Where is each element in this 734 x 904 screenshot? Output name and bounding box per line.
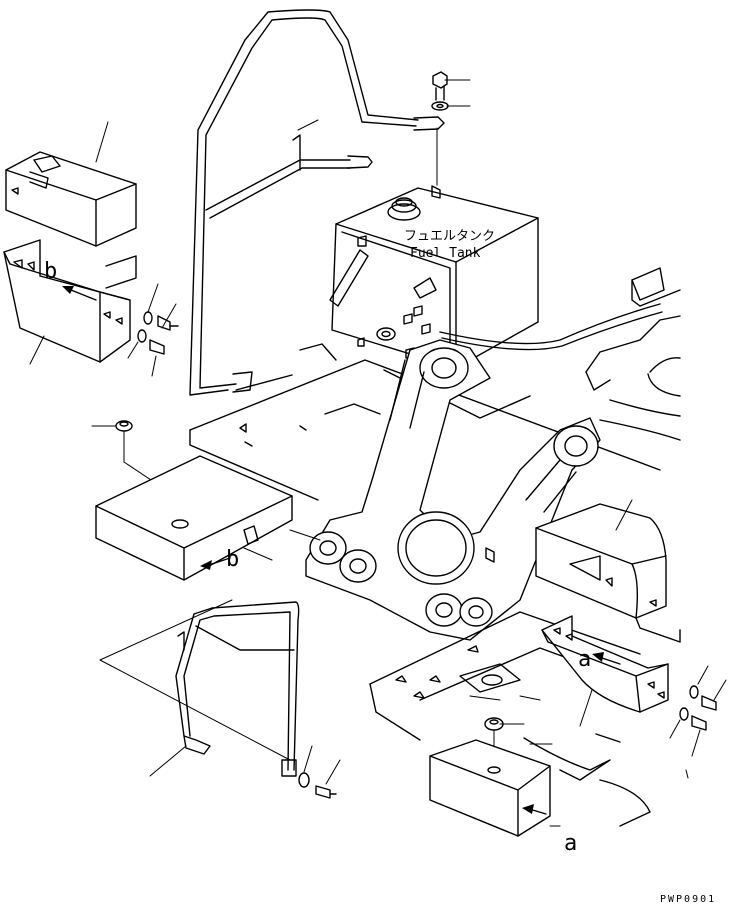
handrail-top xyxy=(189,9,445,396)
right-cover-fasteners xyxy=(669,665,727,779)
revolving-frame-right xyxy=(585,267,681,441)
view-marker-a-upper: a xyxy=(578,647,591,672)
grommet-left xyxy=(91,420,179,499)
left-cover-fasteners xyxy=(127,283,179,377)
fuel-hose xyxy=(439,303,663,351)
left-cover-lower xyxy=(3,239,131,365)
tank-label-japanese: フュエルタンク xyxy=(404,229,495,244)
right-cover-upper xyxy=(535,499,681,643)
view-markers: b b a a xyxy=(44,259,591,856)
handrail-lower xyxy=(99,599,300,777)
drawing-code: PWP0901 xyxy=(660,894,716,904)
handrail-lower-bolts xyxy=(298,745,341,799)
leader-lines xyxy=(297,119,553,745)
fuel-tank xyxy=(329,185,539,369)
tank-label: フュエルタンク Fuel Tank xyxy=(404,229,495,261)
left-cover-upper xyxy=(5,121,137,289)
view-marker-a-lower: a xyxy=(564,831,577,856)
tank-label-english: Fuel Tank xyxy=(410,246,481,261)
right-cover-lower xyxy=(541,615,669,727)
tank-bolt-top xyxy=(431,71,471,186)
boom-bracket xyxy=(305,339,601,641)
view-marker-b-lower: b xyxy=(226,547,239,572)
step-box-right xyxy=(429,739,561,837)
step-box-left xyxy=(95,455,321,581)
view-marker-b-upper: b xyxy=(44,259,57,284)
